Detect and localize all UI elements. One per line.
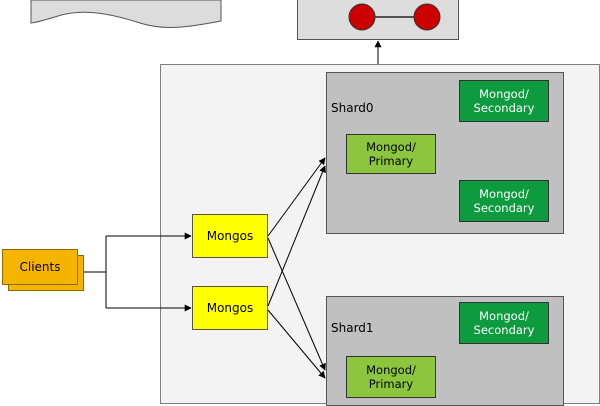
shard1-label: Shard1: [331, 321, 374, 335]
mongos-router-2: Mongos: [192, 286, 268, 330]
link-mongos2-shard0: [267, 165, 326, 307]
shard0-label: Shard0: [331, 101, 374, 115]
clients-box: Clients: [2, 249, 78, 285]
shard0-secondary-1: Mongod/ Secondary: [459, 80, 549, 122]
config-node-1: [348, 3, 376, 31]
shard1-secondary-1: Mongod/ Secondary: [459, 302, 549, 344]
config-node-2: [413, 3, 441, 31]
mongos-router-1: Mongos: [192, 214, 268, 258]
shard1-primary: Mongod/ Primary: [346, 356, 436, 398]
link-mongos1-shard1: [267, 237, 326, 371]
link-mongos1-shard0: [267, 157, 326, 237]
shard0-primary: Mongod/ Primary: [346, 134, 436, 174]
shard0-secondary-2: Mongod/ Secondary: [459, 180, 549, 222]
link-mongos2-shard1: [267, 309, 326, 379]
